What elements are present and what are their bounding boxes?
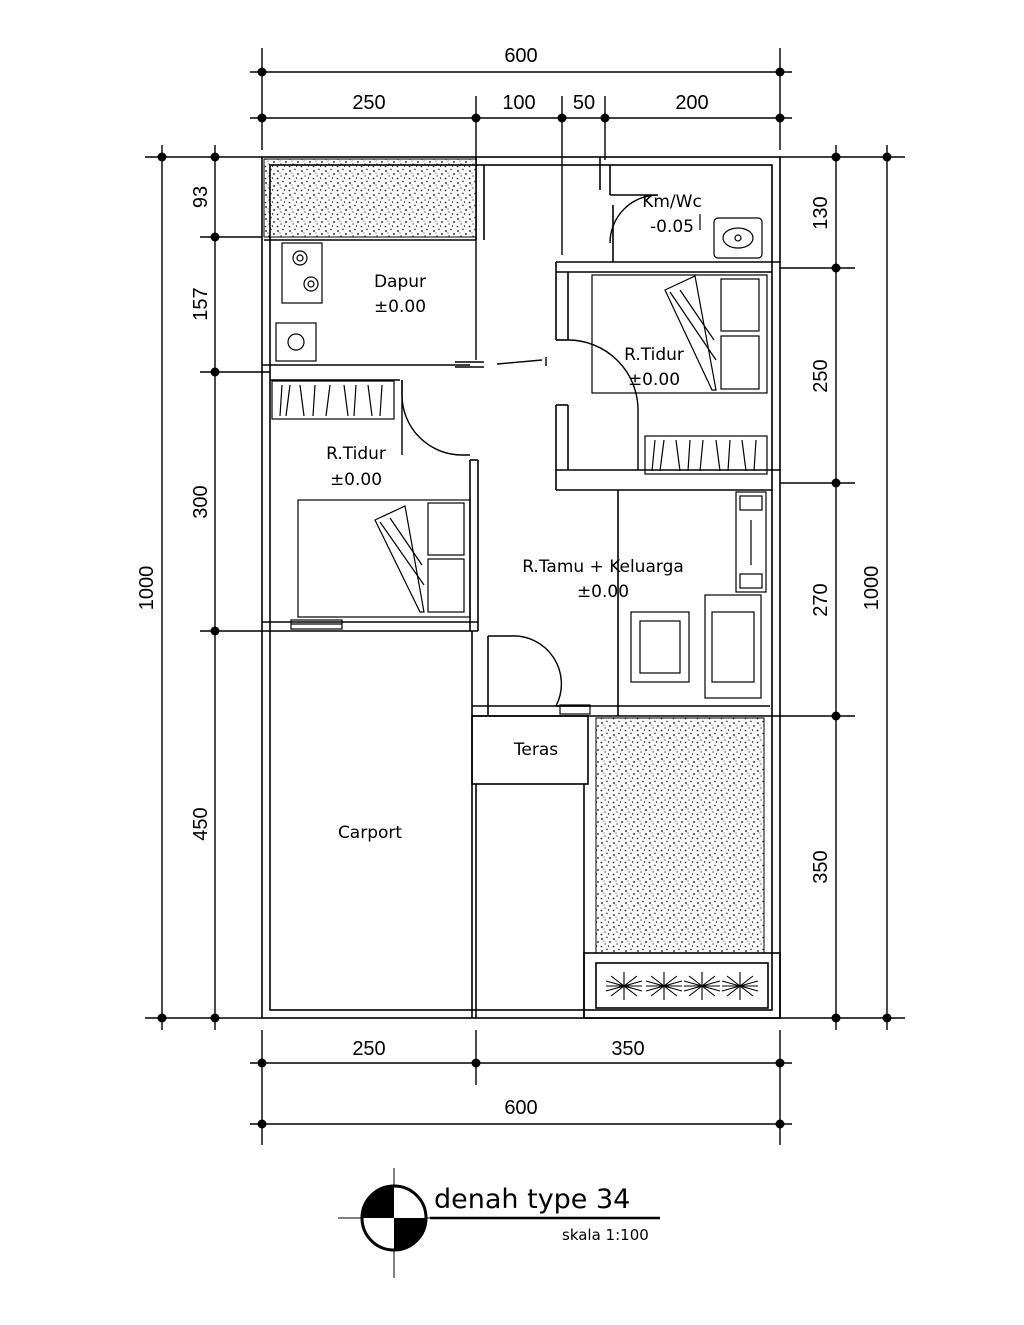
doors — [401, 194, 659, 707]
dim-right-segment: 250 — [810, 359, 832, 392]
dim-left-segment: 300 — [190, 485, 212, 518]
room-label-dapur: Dapur — [374, 272, 426, 292]
dimension-ticks — [157, 67, 892, 1129]
dim-right-segment: 270 — [810, 583, 832, 616]
room-level-kmwc: -0.05 — [650, 217, 694, 237]
dim-right-segment: 350 — [810, 850, 832, 883]
room-label-carport: Carport — [338, 823, 402, 843]
bed-left — [297, 499, 471, 618]
toilet-fixture — [699, 214, 763, 259]
room-label-bedroom-left: R.Tidur — [326, 444, 386, 464]
room-level-living: ±0.00 — [577, 582, 629, 602]
dim-top-segment: 250 — [352, 92, 385, 114]
walls — [261, 156, 781, 1019]
dim-bottom-segment: 350 — [611, 1038, 644, 1060]
dim-top-segment: 50 — [573, 92, 595, 114]
windows — [290, 619, 591, 715]
section-marker-icon — [338, 1168, 432, 1278]
dimension-lines — [145, 48, 905, 1145]
kitchen-fixtures — [275, 242, 323, 362]
drawing-title: denah type 34 — [434, 1184, 630, 1215]
room-level-bedroom-right: ±0.00 — [628, 370, 680, 390]
dim-top-segment: 200 — [675, 92, 708, 114]
wardrobes — [271, 380, 768, 475]
gravel-garden-right — [595, 717, 765, 954]
living-furniture — [630, 491, 767, 699]
dim-top-total: 600 — [504, 45, 537, 67]
dim-left-segment: 93 — [190, 186, 212, 208]
planter-plants — [605, 972, 759, 1000]
gravel-garden-top — [263, 158, 477, 238]
room-label-teras: Teras — [513, 740, 558, 760]
bed-right — [591, 274, 768, 394]
drawing-scale: skala 1:100 — [562, 1226, 649, 1244]
room-label-living: R.Tamu + Keluarga — [522, 557, 684, 577]
dim-bottom-total: 600 — [504, 1097, 537, 1119]
room-label-bedroom-right: R.Tidur — [624, 345, 684, 365]
dim-right-segment: 130 — [810, 196, 832, 229]
room-level-bedroom-left: ±0.00 — [330, 470, 382, 490]
dim-left-segment: 157 — [190, 287, 212, 320]
room-level-dapur: ±0.00 — [374, 297, 426, 317]
room-label-kmwc: Km/Wc — [642, 192, 702, 212]
dim-right-total: 1000 — [861, 566, 883, 611]
dim-left-segment: 450 — [190, 807, 212, 840]
dim-left-total: 1000 — [136, 566, 158, 611]
dim-top-segment: 100 — [502, 92, 535, 114]
dim-bottom-segment: 250 — [352, 1038, 385, 1060]
